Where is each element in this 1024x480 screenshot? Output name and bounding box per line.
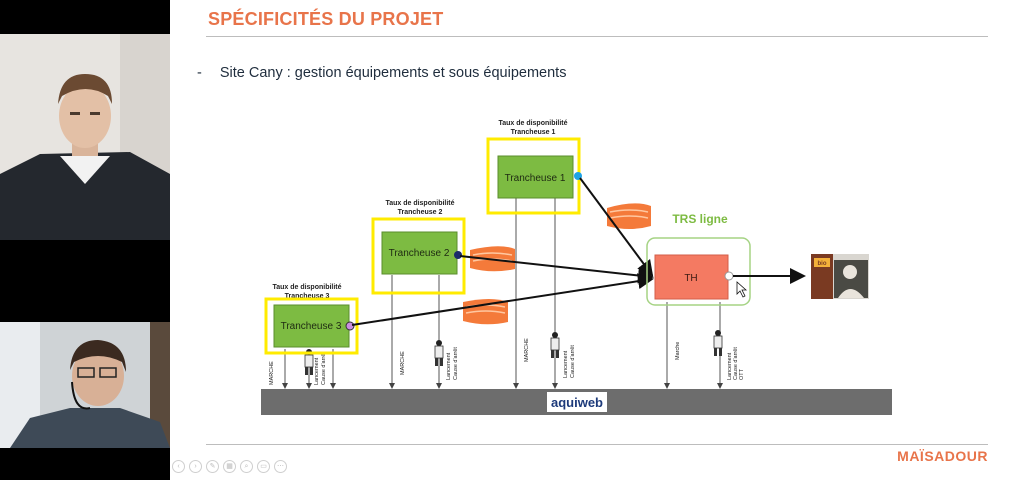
participant-video-2 bbox=[0, 322, 170, 448]
subtitles-icon[interactable]: ▭ bbox=[257, 460, 270, 473]
machine-trancheuse-2[interactable] bbox=[381, 231, 458, 275]
zoom-icon[interactable]: ⌕ bbox=[240, 460, 253, 473]
avail-label-2b: Trancheuse 2 bbox=[398, 209, 443, 216]
presentation-slide: SPÉCIFICITÉS DU PROJET - Site Cany : gest… bbox=[170, 0, 1024, 480]
bullet-dash: - bbox=[197, 65, 202, 81]
slideshow-controls: ‹ › ✎ ▦ ⌕ ▭ ⋯ bbox=[172, 460, 287, 473]
lancement-label-tha: Lancement bbox=[727, 352, 733, 380]
machine-trancheuse-1[interactable] bbox=[497, 155, 574, 199]
worker-icon bbox=[550, 332, 560, 358]
marche-label-1: MARCHE bbox=[524, 338, 530, 362]
machine-label-1: Trancheuse 1 bbox=[505, 173, 566, 184]
pen-icon[interactable]: ✎ bbox=[206, 460, 219, 473]
aquiweb-label: aquiweb bbox=[551, 395, 603, 410]
lancement-label-3a: Lancement bbox=[314, 357, 320, 385]
avail-label-1a: Taux de disponibilité bbox=[498, 120, 567, 127]
previous-slide-icon[interactable]: ‹ bbox=[172, 460, 185, 473]
participant-video-1 bbox=[0, 34, 170, 240]
connector-dot-2 bbox=[454, 251, 462, 259]
machine-th[interactable] bbox=[654, 254, 729, 300]
marche-label-3: MARCHE bbox=[269, 361, 275, 385]
salmon-slice-icon bbox=[607, 203, 651, 229]
connector-dot-3 bbox=[345, 321, 355, 331]
lancement-label-2b: Cause d'arrêt bbox=[453, 347, 459, 380]
worker-icon bbox=[713, 330, 723, 356]
equipment-diagram: aquiweb MARCHE Lancement Cause d'arrêt M… bbox=[261, 120, 892, 415]
lancement-label-2a: Lancement bbox=[446, 352, 452, 380]
marche-label-th: Marche bbox=[675, 342, 681, 360]
lancement-label-1b: Cause d'arrêt bbox=[570, 345, 576, 378]
machine-label-3: Trancheuse 3 bbox=[281, 321, 342, 332]
product-image-icon bbox=[811, 254, 869, 299]
availability-frame-3 bbox=[264, 297, 359, 355]
brand-logo: MAÏSADOUR bbox=[897, 448, 988, 464]
lancement-label-thc: OTT bbox=[739, 368, 745, 380]
worker-icon bbox=[434, 340, 444, 366]
machine-trancheuse-3[interactable] bbox=[273, 304, 350, 348]
cursor-icon bbox=[736, 281, 748, 298]
bullet-point: - Site Cany : gestion équipements et sous… bbox=[197, 65, 566, 81]
footer-divider bbox=[206, 444, 988, 445]
machine-th-label: TH bbox=[684, 273, 697, 284]
slides-grid-icon[interactable]: ▦ bbox=[223, 460, 236, 473]
next-slide-icon[interactable]: › bbox=[189, 460, 202, 473]
marche-label-2: MARCHE bbox=[400, 351, 406, 375]
aquiweb-logo bbox=[547, 392, 607, 412]
product-badge: bio bbox=[818, 261, 827, 267]
lancement-label-1a: Lancement bbox=[563, 350, 569, 378]
lancement-label-3b: Cause d'arrêt bbox=[321, 352, 327, 385]
lancement-label-thb: Cause d'arrêt bbox=[733, 347, 739, 380]
avail-label-1b: Trancheuse 1 bbox=[511, 129, 556, 136]
machine-label-2: Trancheuse 2 bbox=[389, 248, 450, 259]
more-options-icon[interactable]: ⋯ bbox=[274, 460, 287, 473]
title-divider bbox=[206, 36, 988, 37]
bullet-text: Site Cany : gestion équipements et sous … bbox=[219, 65, 567, 81]
trs-ligne-label: TRS ligne bbox=[672, 212, 728, 226]
trs-ligne-frame bbox=[646, 237, 751, 306]
avail-label-2a: Taux de disponibilité bbox=[385, 200, 454, 207]
participants-panel bbox=[0, 0, 170, 480]
connector-dot-th bbox=[724, 271, 734, 281]
avail-label-3a: Taux de disponibilité bbox=[272, 284, 341, 291]
slide-title: SPÉCIFICITÉS DU PROJET bbox=[208, 9, 444, 29]
avail-label-3b: Trancheuse 3 bbox=[285, 293, 330, 300]
